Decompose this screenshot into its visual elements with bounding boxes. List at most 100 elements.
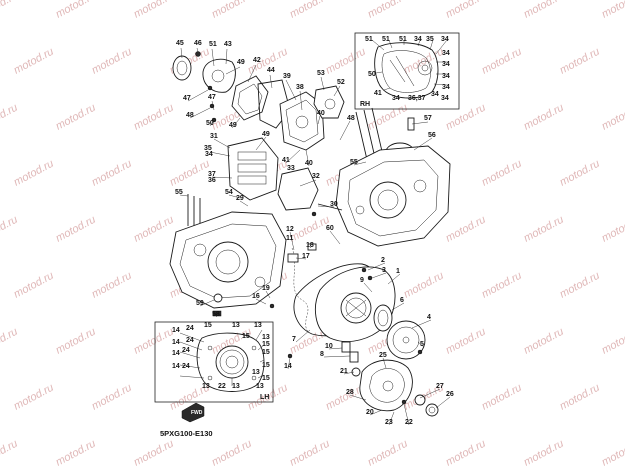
watermark-text: motod.ru	[0, 438, 20, 468]
rh-callout-number: 41	[374, 90, 382, 97]
leader-line	[215, 315, 218, 318]
lh-callout-number: 13	[254, 322, 262, 329]
part-callout-number: 56	[428, 132, 436, 139]
part-callout-number: 59	[196, 300, 204, 307]
part-callout-number: 49	[237, 59, 245, 66]
part-callout-number: 31	[210, 133, 218, 140]
watermark-text: motod.ru	[90, 382, 134, 413]
leader-line	[388, 411, 395, 426]
watermark-text: motod.ru	[444, 214, 488, 245]
leader-line	[196, 47, 199, 53]
leader-line	[343, 371, 355, 375]
part-callout-number: 47	[183, 95, 191, 102]
rh-callout-number: 34	[392, 95, 400, 102]
watermark-text: motod.ru	[522, 438, 566, 468]
rh-callout-number: 34	[431, 91, 439, 98]
watermark-text: motod.ru	[600, 0, 625, 21]
part-callout-number: 44	[267, 67, 275, 74]
inset-lh-label: LH	[260, 394, 269, 401]
rh-callout-number: 34	[442, 84, 450, 91]
lh-callout-number: 15	[242, 333, 250, 340]
leader-line	[299, 179, 317, 187]
part-callout-number: 50	[206, 120, 214, 127]
leader-line	[382, 357, 387, 369]
part-callout-number: 22	[405, 419, 413, 426]
watermark-text: motod.ru	[480, 158, 524, 189]
part-callout-number: 30	[330, 201, 338, 208]
leader-line	[317, 205, 335, 208]
leader-line	[189, 107, 211, 119]
part-callout-number: 41	[282, 157, 290, 164]
part-callout-number: 32	[312, 173, 320, 180]
watermark-text: motod.ru	[54, 438, 98, 468]
inset-rh-box	[354, 32, 460, 110]
part-callout-number: 45	[176, 40, 184, 47]
part-callout-number: 12	[286, 226, 294, 233]
crankcase-right	[335, 145, 451, 247]
leader-line	[371, 272, 387, 279]
watermark-text: motod.ru	[444, 438, 488, 468]
watermark-text: motod.ru	[54, 0, 98, 21]
lh-callout-number: 24	[182, 363, 190, 370]
dowel-pin	[407, 117, 415, 131]
part-callout-number: 5	[420, 341, 424, 348]
part-callout-number: 39	[283, 73, 291, 80]
leader-line	[391, 302, 405, 311]
leader-line	[209, 119, 215, 127]
leader-line	[179, 194, 189, 197]
rh-callout-number: 35	[426, 36, 434, 43]
lh-callout-number: 15	[262, 362, 270, 369]
watermark-text: motod.ru	[444, 0, 488, 21]
part-callout-number: 9	[360, 277, 364, 284]
leader-line	[213, 138, 231, 149]
figure-code: 5PXG100-E130	[160, 429, 213, 438]
grommet	[307, 243, 317, 251]
part-callout-number: 42	[253, 57, 261, 64]
part-callout-number: 57	[424, 115, 432, 122]
crankcase-left	[169, 211, 287, 309]
watermark-text: motod.ru	[558, 158, 602, 189]
part-callout-number: 51	[209, 41, 217, 48]
leader-line	[211, 176, 233, 179]
lh-callout-number: 15	[204, 322, 212, 329]
watermark-text: motod.ru	[324, 46, 368, 77]
watermark-text: motod.ru	[168, 158, 212, 189]
leader-line	[289, 231, 295, 251]
leader-line	[305, 149, 310, 167]
leader-line	[413, 137, 433, 151]
part-callout-number: 48	[347, 115, 355, 122]
bushings	[341, 341, 361, 377]
lh-callout-number: 24	[182, 347, 190, 354]
lh-callout-number: 24	[186, 337, 194, 344]
part-callout-number: 34	[205, 151, 213, 158]
part-callout-number: 1	[396, 268, 400, 275]
watermark-text: motod.ru	[12, 270, 56, 301]
part-callout-number: 53	[317, 70, 325, 77]
part-callout-number: 46	[194, 40, 202, 47]
part-callout-number: 33	[287, 165, 295, 172]
front-direction-icon: FWD	[181, 402, 205, 423]
watermark-text: motod.ru	[54, 102, 98, 133]
flywheel-plate	[386, 320, 426, 360]
watermark-text: motod.ru	[12, 46, 56, 77]
leader-line	[353, 161, 367, 166]
leader-line	[363, 282, 373, 293]
rh-callout-number: 34	[442, 61, 450, 68]
leader-line	[435, 396, 451, 409]
rh-leaders	[371, 39, 448, 91]
rh-callout-number: 34	[441, 95, 449, 102]
lh-callout-number: 14	[172, 363, 180, 370]
part-callout-number: 55	[350, 159, 358, 166]
watermark-text: motod.ru	[558, 270, 602, 301]
part-callout-number: 14	[284, 363, 292, 370]
leader-line	[287, 357, 291, 370]
part-callout-number: 49	[229, 122, 237, 129]
drain-plug	[212, 293, 223, 317]
part-callout-number: 35	[204, 145, 212, 152]
leader-line	[299, 90, 303, 111]
part-callout-number: 60	[326, 225, 334, 232]
leader-line	[265, 290, 271, 299]
watermark-text: motod.ru	[600, 102, 625, 133]
part-callout-number: 7	[292, 336, 296, 343]
